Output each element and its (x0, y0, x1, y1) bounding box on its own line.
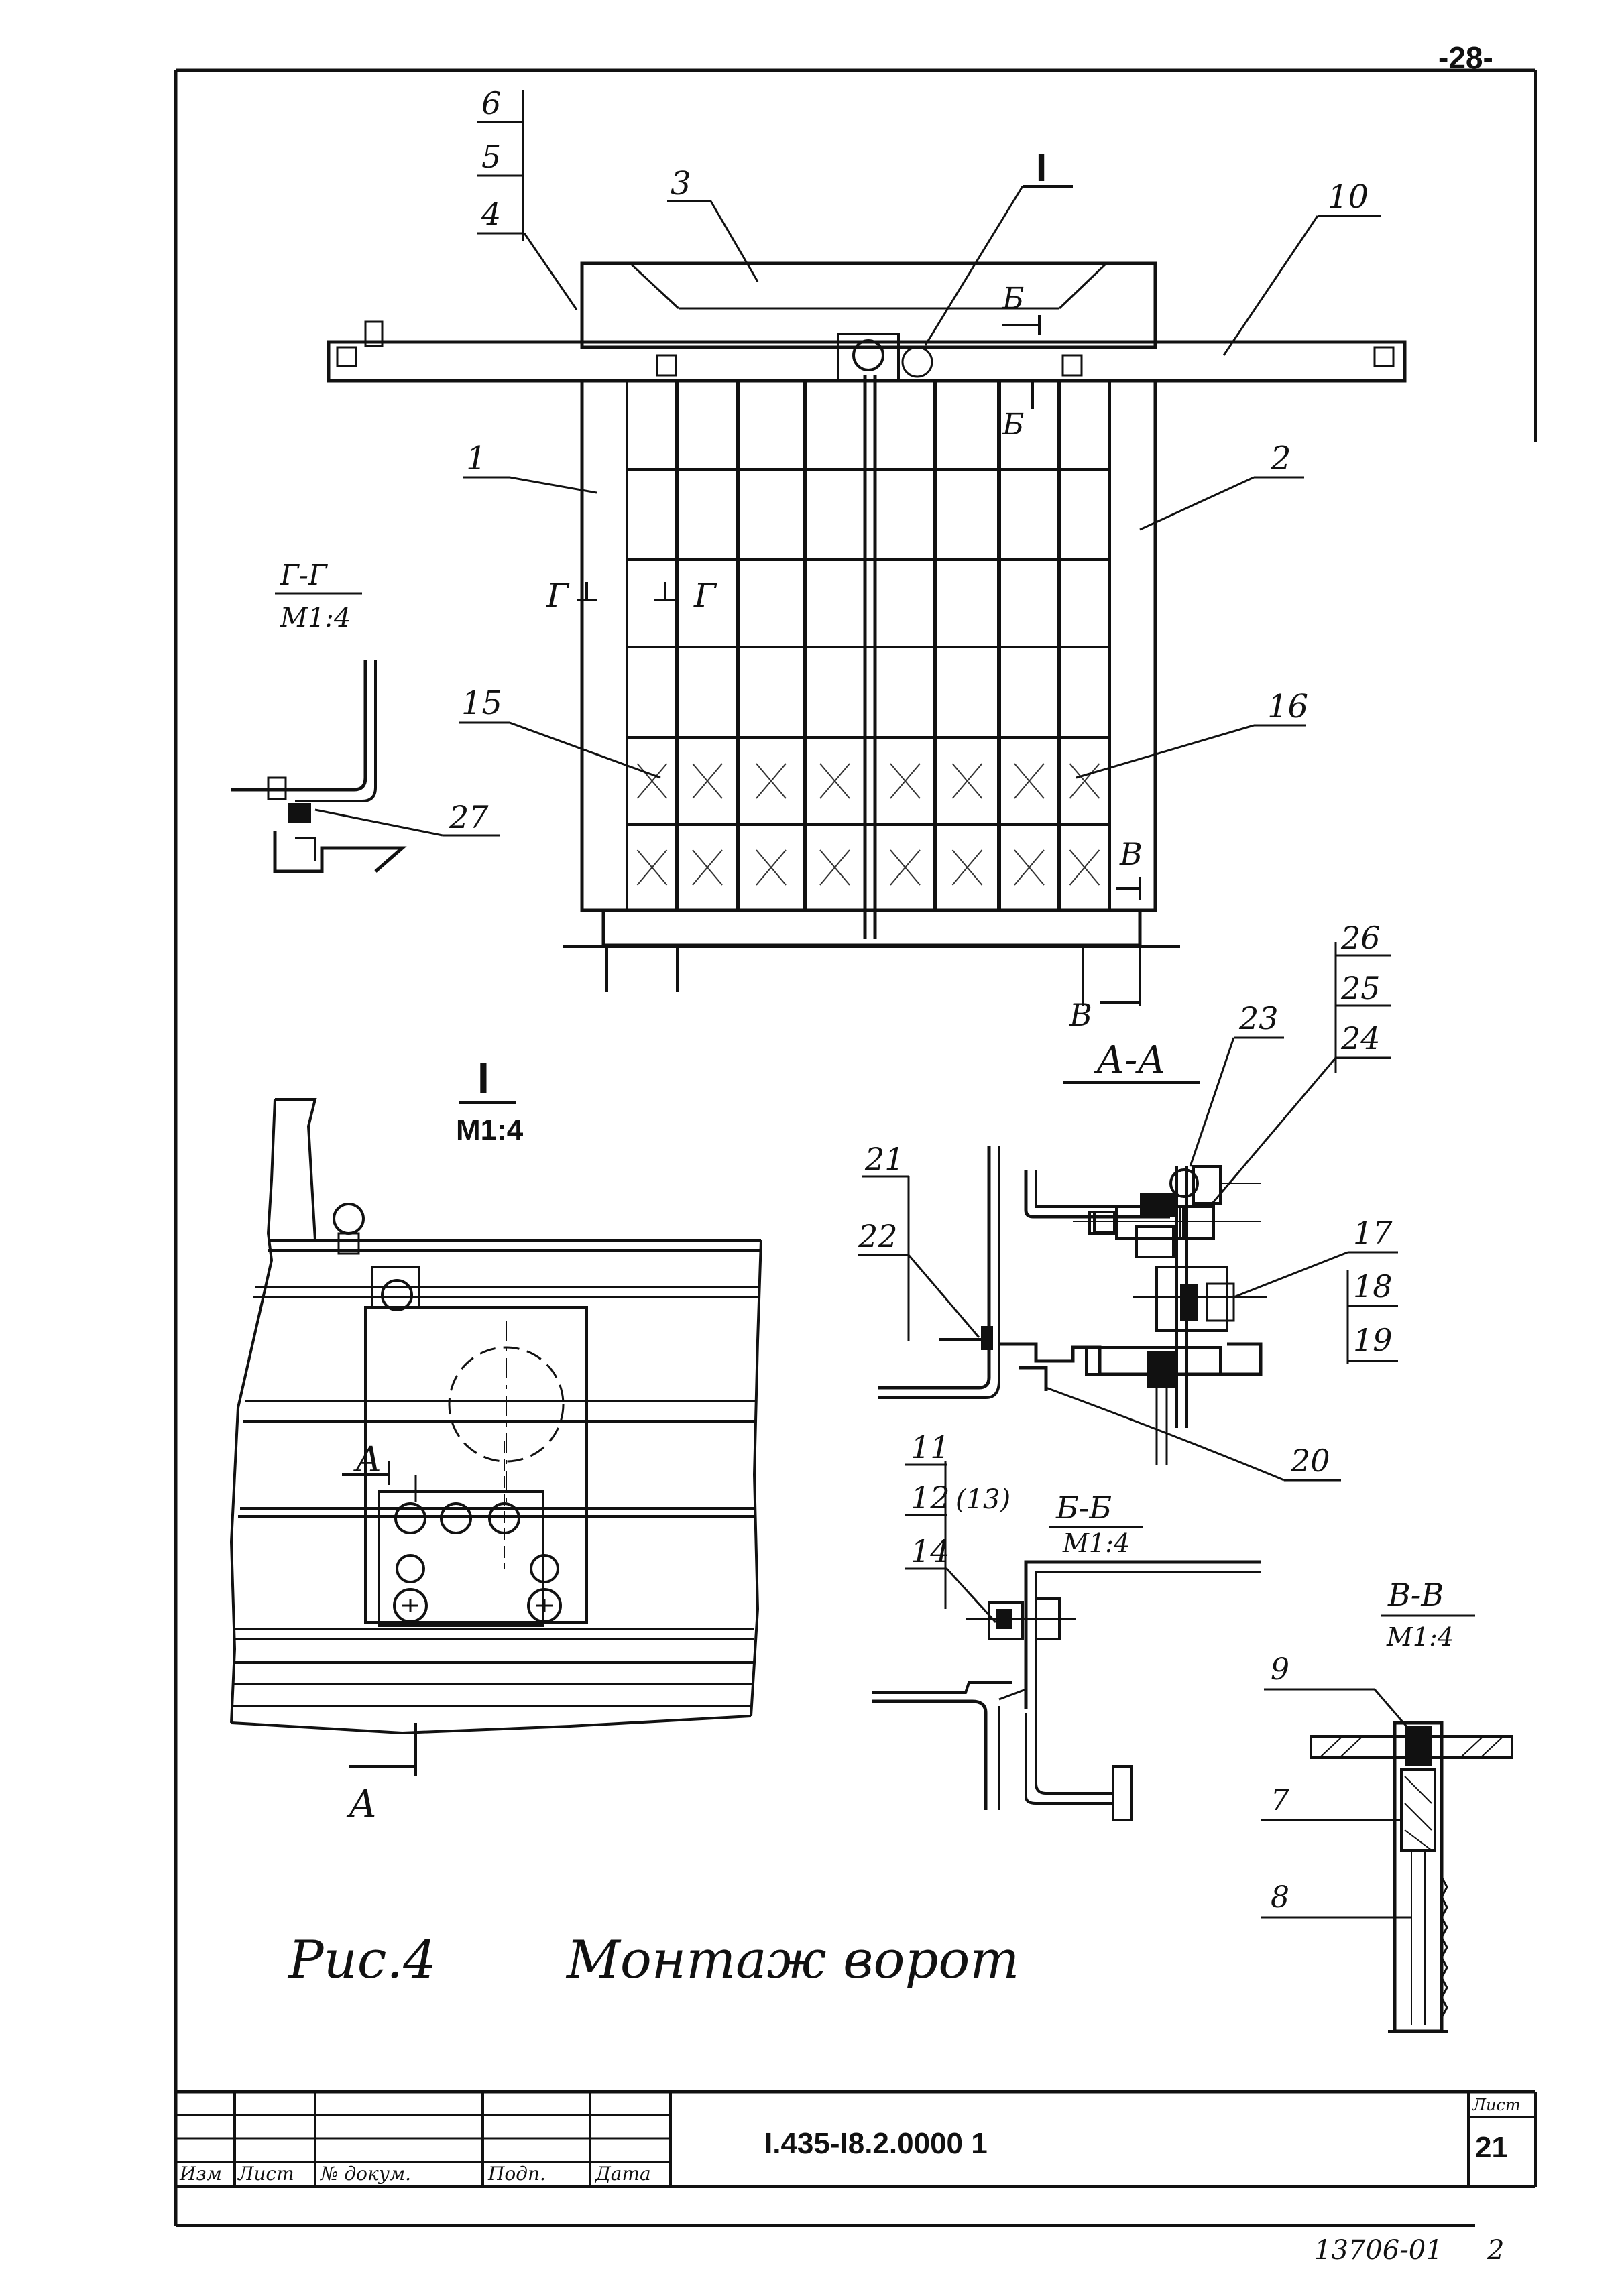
section-g-g-scale: М1:4 (280, 603, 351, 633)
callout-24: 24 (1340, 1020, 1381, 1056)
inventory-number: 13706-01 (1314, 2235, 1443, 2266)
callout-26: 26 (1340, 920, 1381, 956)
col-date: Дата (594, 2163, 651, 2185)
title-block: Изм Лист № докум. Подп. Дата I.435-I8.2.… (176, 2090, 1537, 2188)
figure-caption: Рис.4 Монтаж ворот (287, 1930, 1019, 1990)
detail-i-title: I (477, 1054, 489, 1102)
section-a-a: А-А 26 25 24 23 (858, 920, 1398, 1482)
callout-25: 25 (1340, 970, 1381, 1006)
callout-17: 17 (1353, 1215, 1393, 1251)
callout-21: 21 (864, 1141, 905, 1177)
callout-6: 6 (481, 85, 501, 121)
cut-g-right: Г (693, 576, 717, 615)
cut-v-right: В (1119, 836, 1143, 872)
callout-7: 7 (1271, 1783, 1289, 1817)
section-g-g-title: Г-Г (280, 558, 329, 591)
section-b-b-scale: М1:4 (1062, 1528, 1130, 1558)
cut-a-bottom: А (346, 1783, 377, 1826)
callout-3: 3 (671, 165, 691, 202)
callout-15: 15 (461, 684, 502, 722)
detail-i-scale: М1:4 (456, 1113, 524, 1146)
callout-13: (13) (955, 1484, 1010, 1515)
callout-23: 23 (1238, 1000, 1279, 1036)
gate-elevation (327, 261, 1407, 1006)
section-a-a-title: А-А (1094, 1038, 1166, 1082)
callout-2: 2 (1270, 440, 1291, 477)
callout-detail-i: I (1036, 146, 1047, 190)
sheet-label: Лист (1472, 2096, 1521, 2114)
section-g-g: Г-Г М1:4 27 (231, 558, 500, 873)
cut-b-bottom: Б (1002, 408, 1024, 442)
corner-mark: 2 (1487, 2235, 1504, 2266)
drawing-frame (174, 68, 1537, 2227)
sheet-number: 21 (1475, 2131, 1508, 2164)
callout-12: 12 (911, 1479, 950, 1516)
callout-5: 5 (481, 139, 501, 175)
callout-8: 8 (1271, 1880, 1289, 1915)
callout-18: 18 (1353, 1268, 1393, 1305)
main-callouts: 6 5 4 3 I 10 Б Б 1 2 Г Г (459, 85, 1381, 1033)
callout-16: 16 (1267, 688, 1308, 725)
col-docnum: № докум. (320, 2163, 411, 2185)
callout-20: 20 (1290, 1443, 1330, 1479)
section-v-v-scale: М1:4 (1386, 1622, 1454, 1652)
col-izm: Изм (179, 2163, 222, 2185)
section-b-b-title: Б-Б (1055, 1490, 1112, 1526)
col-list: Лист (237, 2163, 294, 2185)
callout-11: 11 (911, 1429, 950, 1465)
callout-22: 22 (858, 1218, 898, 1254)
callout-27: 27 (449, 799, 489, 835)
callout-14: 14 (911, 1533, 950, 1569)
callout-10: 10 (1328, 178, 1369, 216)
cut-b-top: Б (1002, 282, 1024, 316)
section-b-b: Б-Б М1:4 11 12 (13) 14 (872, 1429, 1261, 1821)
figure-title: Монтаж ворот (565, 1930, 1019, 1990)
section-v-v-title: В-В (1387, 1577, 1444, 1613)
designation: I.435-I8.2.0000 1 (764, 2127, 988, 2160)
col-sign: Подп. (487, 2163, 546, 2185)
callout-19: 19 (1353, 1322, 1393, 1358)
cut-v-bottom: В (1069, 997, 1092, 1033)
callout-9: 9 (1271, 1652, 1289, 1687)
cut-g-left: Г (546, 576, 570, 615)
detail-i: I М1:4 (229, 1054, 762, 1826)
section-v-v: В-В М1:4 9 7 8 (1261, 1577, 1513, 2033)
callout-4: 4 (481, 196, 501, 232)
callout-1: 1 (466, 440, 487, 477)
figure-number: Рис.4 (287, 1930, 437, 1990)
